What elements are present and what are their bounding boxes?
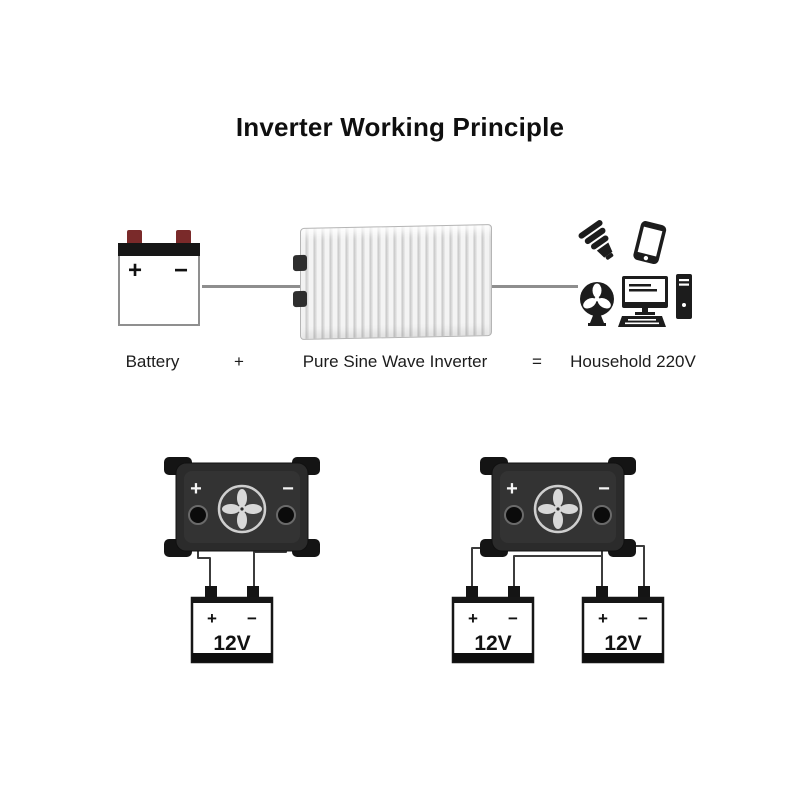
label-household: Household 220V — [570, 352, 696, 371]
battery-12v: + − 12V — [581, 586, 665, 664]
battery-voltage-label: 12V — [604, 632, 641, 655]
label-equals: = — [532, 352, 542, 371]
smartphone-icon — [633, 221, 667, 265]
fan-icon — [580, 282, 614, 326]
battery-post-icon — [508, 586, 520, 599]
terminal-post-icon — [504, 505, 524, 525]
battery-plus-label: + — [468, 609, 478, 628]
battery-post-icon — [205, 586, 217, 599]
wiring-diagram-dual-battery: + − + − 12V + − 12V — [451, 457, 665, 664]
cfl-bulb-icon — [578, 220, 614, 260]
battery-terminal-right — [176, 230, 191, 246]
terminal-post-icon — [592, 505, 612, 525]
pc-tower-icon — [676, 274, 692, 319]
inverter-minus-label: − — [282, 478, 294, 500]
label-plus: + — [234, 352, 244, 371]
fan-grill-icon — [533, 484, 583, 534]
connector-line-right — [490, 285, 578, 288]
connector-line-left — [202, 285, 300, 288]
battery-plus-label: + — [207, 609, 217, 628]
battery-minus-label: − — [247, 609, 257, 628]
battery-body — [118, 243, 200, 326]
battery-plus-label: + — [128, 257, 143, 284]
inverter-plus-label: + — [506, 478, 518, 500]
battery-top-band — [192, 598, 272, 603]
battery-terminal-left — [127, 230, 142, 246]
battery-voltage-label: 12V — [474, 632, 511, 655]
battery-top-band — [453, 598, 533, 603]
monitor-icon — [622, 276, 668, 315]
battery-top-band — [118, 243, 200, 256]
battery-post-icon — [466, 586, 478, 599]
inverter-connector-icon — [293, 254, 307, 272]
battery-minus-label: − — [638, 609, 648, 628]
battery-minus-label: − — [508, 609, 518, 628]
inverter-top-view: + − — [164, 457, 320, 557]
inverter-top-view: + − — [480, 457, 636, 557]
battery-12v: + − 12V — [190, 586, 274, 664]
battery-bottom-band — [453, 653, 533, 662]
appliances-icons — [578, 220, 692, 327]
battery-post-icon — [638, 586, 650, 599]
terminal-post-icon — [276, 505, 296, 525]
battery-icon: + − — [118, 230, 200, 326]
wiring-diagram-single-battery: + − + − 12V — [164, 457, 320, 664]
inverter-connector-icon — [293, 290, 307, 308]
inverter-minus-label: − — [598, 478, 610, 500]
page-title: Inverter Working Principle — [235, 112, 565, 142]
battery-bottom-band — [583, 653, 663, 662]
battery-top-band — [583, 598, 663, 603]
battery-minus-label: − — [174, 257, 189, 284]
label-inverter: Pure Sine Wave Inverter — [302, 352, 488, 371]
inverter-plus-label: + — [190, 478, 202, 500]
fan-grill-icon — [217, 484, 267, 534]
battery-post-icon — [596, 586, 608, 599]
battery-bottom-band — [192, 653, 272, 662]
label-battery: Battery — [125, 352, 180, 371]
battery-voltage-label: 12V — [213, 632, 250, 655]
battery-plus-label: + — [598, 609, 608, 628]
battery-post-icon — [247, 586, 259, 599]
keyboard-icon — [618, 316, 666, 327]
battery-12v: + − 12V — [451, 586, 535, 664]
battery-body — [451, 596, 535, 664]
terminal-post-icon — [188, 505, 208, 525]
inverter-side-view — [293, 223, 492, 341]
